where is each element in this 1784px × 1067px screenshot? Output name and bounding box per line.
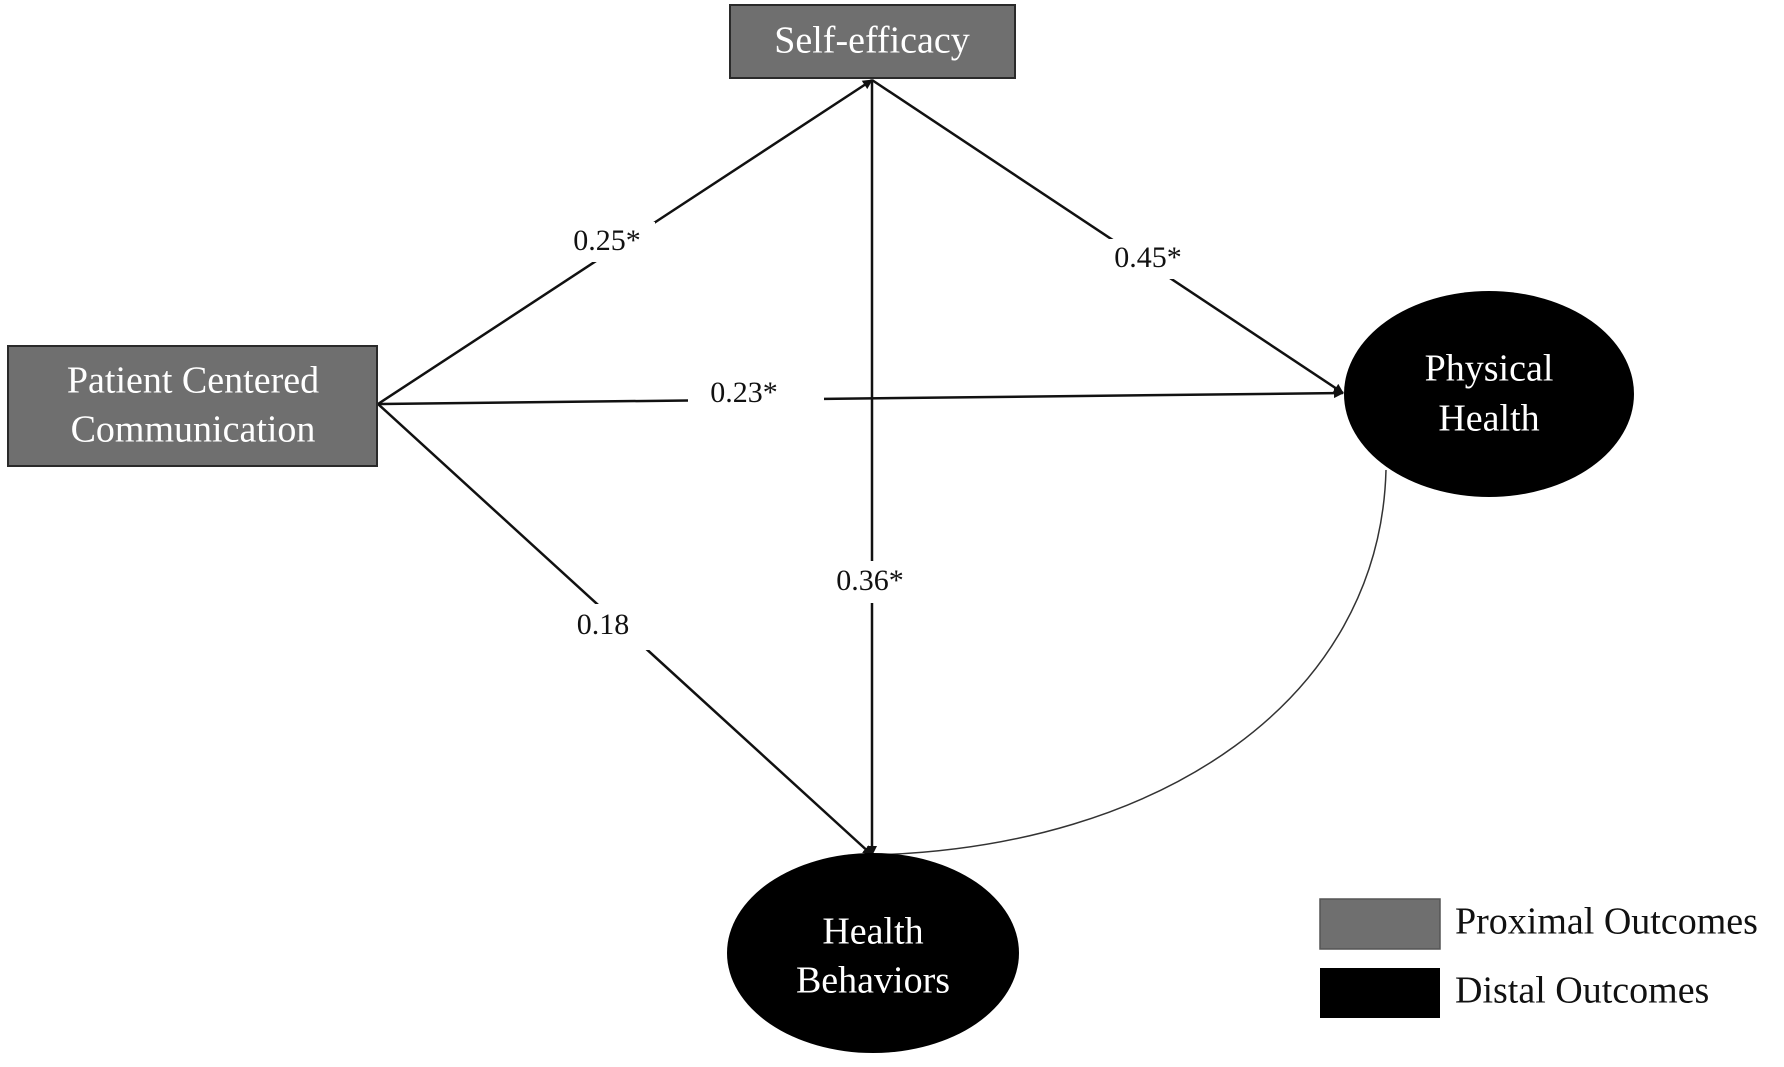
node-physical-health: Physical Health (1344, 291, 1634, 497)
legend-swatch-proximal (1319, 898, 1441, 950)
svg-text:Behaviors: Behaviors (796, 960, 950, 1002)
legend-swatch-distal (1320, 968, 1440, 1018)
legend-item-distal: Distal Outcomes (1320, 968, 1709, 1018)
path-pcc-to-physical-health (377, 388, 1344, 406)
svg-text:0.45*: 0.45* (1114, 241, 1182, 274)
node-health-behaviors: Health Behaviors (727, 853, 1019, 1053)
coef-pcc-to-health-behaviors: 0.18 (560, 604, 650, 650)
coef-pcc-to-self-efficacy: 0.25* (560, 222, 655, 262)
svg-text:Patient Centered: Patient Centered (67, 360, 319, 402)
svg-text:0.23*: 0.23* (710, 376, 778, 409)
coef-self-efficacy-to-physical-health: 0.45* (1100, 239, 1195, 279)
svg-text:0.25*: 0.25* (573, 224, 641, 257)
svg-text:Communication: Communication (71, 409, 316, 451)
coef-pcc-to-physical-health: 0.23* (688, 374, 824, 418)
svg-text:Proximal Outcomes: Proximal Outcomes (1455, 901, 1758, 943)
svg-text:Distal Outcomes: Distal Outcomes (1455, 970, 1709, 1012)
covariance-physical-health-health-behaviors (871, 469, 1387, 856)
svg-text:0.36*: 0.36* (836, 564, 904, 597)
svg-text:Physical: Physical (1425, 348, 1554, 390)
svg-text:Health: Health (822, 911, 923, 953)
node-self-efficacy: Self-efficacy (729, 4, 1016, 79)
svg-text:Health: Health (1438, 398, 1539, 440)
node-patient-centered-communication: Patient Centered Communication (7, 345, 378, 467)
legend: Proximal Outcomes Distal Outcomes (1319, 898, 1758, 1018)
coef-self-efficacy-to-health-behaviors: 0.36* (822, 561, 922, 603)
svg-text:0.18: 0.18 (577, 608, 630, 641)
legend-item-proximal: Proximal Outcomes (1319, 898, 1758, 950)
svg-text:Self-efficacy: Self-efficacy (774, 20, 970, 62)
path-self-efficacy-to-physical-health (871, 78, 1344, 395)
